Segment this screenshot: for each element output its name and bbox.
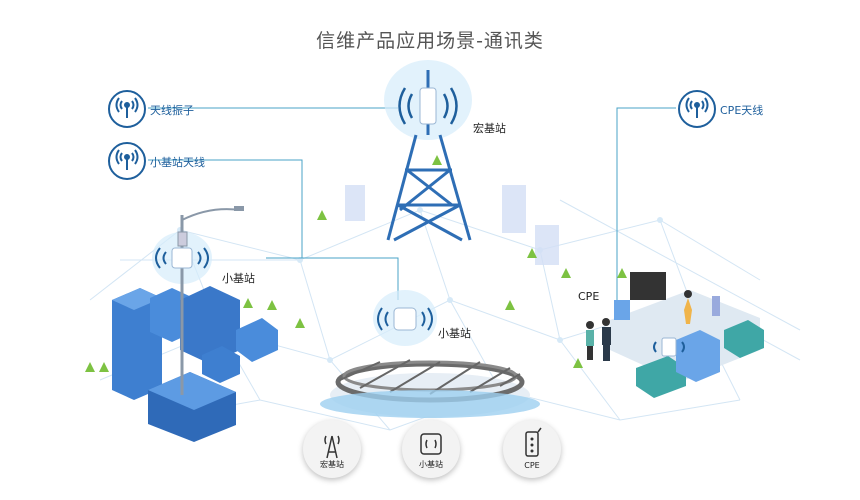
cpe-button[interactable]: CPE xyxy=(503,420,561,478)
small-station-antenna-label: 小基站天线 xyxy=(150,156,205,169)
home-scene xyxy=(610,272,764,398)
small-station-label-1: 小基站 xyxy=(222,272,255,285)
small-station-antenna-icon xyxy=(108,142,146,180)
macro-station-button-label: 宏基站 xyxy=(320,460,344,469)
cpe-antenna-icon xyxy=(678,90,716,128)
macro-station-button[interactable]: 宏基站 xyxy=(303,420,361,478)
small-station-button[interactable]: 小基站 xyxy=(402,420,460,478)
antenna-oscillator-label: 天线振子 xyxy=(150,104,194,117)
macro-station-label: 宏基站 xyxy=(473,122,506,135)
tower-icon xyxy=(324,435,340,459)
cpe-antenna-label: CPE天线 xyxy=(720,104,764,117)
city-buildings xyxy=(112,286,278,442)
cpe-button-label: CPE xyxy=(524,461,540,470)
stadium xyxy=(320,359,540,418)
small-station-device-icon xyxy=(420,433,442,455)
cpe-label: CPE xyxy=(578,290,600,303)
small-station-label-2: 小基站 xyxy=(438,327,471,340)
page-title: 信维产品应用场景-通讯类 xyxy=(316,30,544,52)
antenna-oscillator-icon xyxy=(108,90,146,128)
small-station-button-label: 小基站 xyxy=(419,460,443,469)
people xyxy=(586,318,611,361)
connector-lines xyxy=(148,107,676,300)
cpe-device-icon xyxy=(525,427,542,457)
